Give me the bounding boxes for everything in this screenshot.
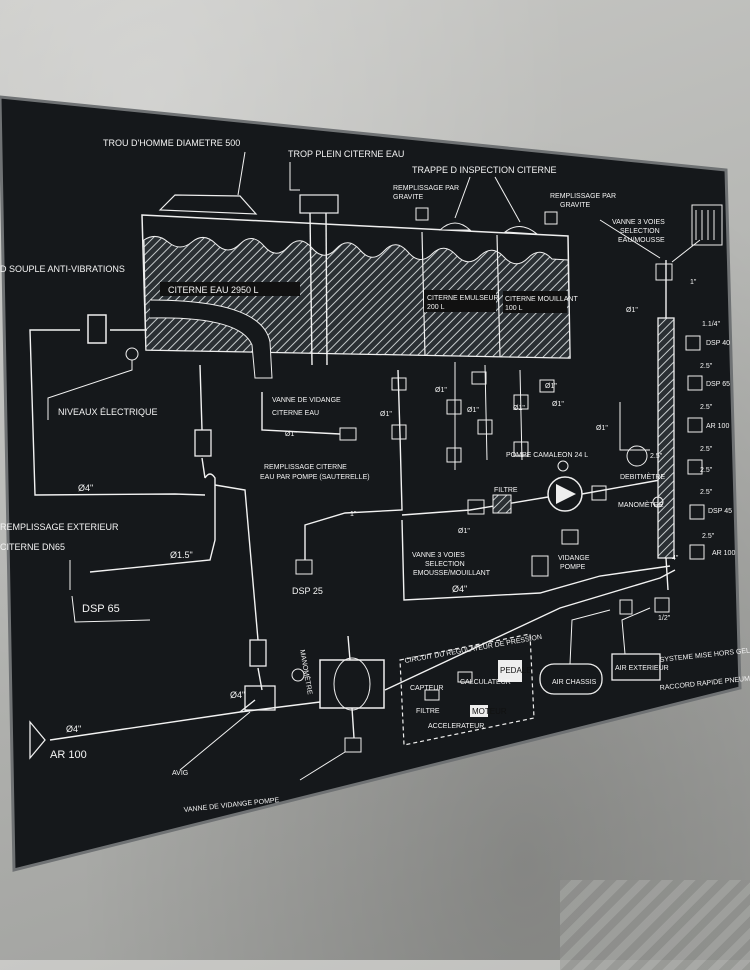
label-gravity-fill-1b: GRAVITE [393, 194, 424, 201]
label-accelerator: ACCELERATEUR [428, 723, 484, 730]
label-size-11: 1" [690, 279, 697, 286]
label-pump-drain-b: POMPE [560, 564, 586, 571]
label-inspection-hatch: TRAPPE D INSPECTION CITERNE [412, 165, 557, 175]
label-air-chassis: AIR CHASSIS [552, 679, 597, 686]
label-dsp45: DSP 45 [708, 508, 732, 515]
label-gravity-fill-2b: GRAVITE [560, 202, 591, 209]
manhole [158, 194, 258, 215]
label-camaleon-pump: POMPE CAMALEON 24 L [506, 452, 588, 459]
label-pump-drain-a: VIDANGE [558, 555, 590, 562]
label-flowmeter: DEBITMÈTRE [620, 472, 665, 481]
label-4in-2: Ø4" [452, 584, 467, 594]
label-dsp25: DSP 25 [292, 586, 323, 596]
label-ar100-right: AR 100 [706, 423, 729, 430]
label-25-d: 2.5" [700, 467, 713, 474]
label-avig: AVIG [172, 770, 188, 777]
label-ar100-left: AR 100 [50, 749, 87, 761]
label-dsp65-left: DSP 65 [82, 603, 120, 615]
outlet-valves [685, 335, 705, 560]
label-filter-2: FILTRE [416, 708, 440, 715]
label-25-e: 2.5" [700, 489, 713, 496]
label-pump-fill-b: EAU PAR POMPE (SAUTERELLE) [260, 474, 370, 481]
label-emulsifier-cap: 200 L [427, 304, 445, 311]
label-gravity-fill-1: REMPLISSAGE PAR [393, 185, 459, 192]
label-size-9: Ø1" [458, 528, 470, 535]
label-1in: 1" [350, 511, 357, 518]
label-size-4: Ø1" [467, 407, 479, 414]
label-25-b: 2.5" [700, 404, 713, 411]
checker-plate [560, 880, 750, 970]
black-plate [0, 95, 742, 872]
label-wetting-cap: 100 L [505, 305, 523, 312]
label-4in-1: Ø4" [78, 483, 93, 493]
label-size-10: Ø1" [513, 405, 525, 412]
label-size-1: Ø1" [285, 431, 297, 438]
label-gauge-right: MANOMÈTRE [618, 500, 664, 509]
label-3way-valve-a: VANNE 3 VOIES [612, 219, 665, 226]
label-select-valve-a: VANNE 3 VOIES [412, 552, 465, 559]
overflow-pipe [299, 194, 339, 214]
label-114: 1.1/4" [702, 321, 721, 328]
label-half-in: 1/2" [658, 615, 671, 622]
label-manhole: TROU D'HOMME DIAMETRE 500 [103, 138, 240, 148]
label-select-valve-c: EMOUSSE/MOUILLANT [413, 570, 491, 577]
label-25-f: 2.5" [702, 533, 715, 540]
label-25-a: 2.5" [700, 363, 713, 370]
label-select-valve-b: SELECTION [425, 561, 465, 568]
label-electric-levels: NIVEAUX ÉLECTRIQUE [58, 407, 158, 417]
label-calculator: CALCULATEUR [460, 679, 511, 686]
label-size-5: Ø1" [545, 383, 557, 390]
label-size-8: Ø1" [626, 307, 638, 314]
label-4in-3: Ø4" [230, 690, 245, 700]
label-25-c: 2.5" [700, 446, 713, 453]
label-wetting-tank: CITERNE MOUILLANT [505, 296, 578, 303]
label-ar100-right-2: AR 100 [712, 550, 735, 557]
label-emulsifier-tank: CITERNE EMULSEUR [427, 295, 499, 302]
label-tank-drain-a: VANNE DE VIDANGE [272, 397, 341, 404]
label-air-exterior: AIR EXTERIEUR [615, 665, 669, 672]
tank [141, 214, 571, 379]
label-size-2: Ø1" [380, 411, 392, 418]
label-gravity-fill-2: REMPLISSAGE PAR [550, 193, 616, 200]
label-4in-col: 4" [672, 555, 679, 562]
label-motor: MOTEUR [472, 707, 507, 716]
label-external-fill-a: REMPLISSAGE EXTERIEUR [0, 522, 119, 532]
label-flex-joint: D SOUPLE ANTI-VIBRATIONS [0, 264, 125, 274]
label-external-fill-b: CITERNE DN65 [0, 542, 65, 552]
label-size-3: Ø1" [435, 387, 447, 394]
label-pedal: PEDALE [500, 666, 532, 675]
label-15in: Ø1.5" [170, 550, 193, 560]
label-3way-valve-b: SELECTION [620, 228, 660, 235]
label-water-tank: CITERNE EAU 2950 L [168, 285, 259, 295]
label-size-7: Ø1" [596, 425, 608, 432]
label-filter: FILTRE [494, 487, 518, 494]
label-dsp65-right: DSP 65 [706, 381, 730, 388]
label-dsp40: DSP 40 [706, 340, 730, 347]
label-tank-drain-b: CITERNE EAU [272, 410, 319, 417]
label-overflow: TROP PLEIN CITERNE EAU [288, 149, 404, 159]
valve-tree [391, 362, 555, 470]
label-25-g: 2.5" [650, 453, 663, 460]
label-size-6: Ø1" [552, 401, 564, 408]
label-3way-valve-c: EAU/MOUSSE [618, 237, 665, 244]
label-sensor: CAPTEUR [410, 685, 443, 692]
label-4in-4: Ø4" [66, 724, 81, 734]
label-pump-fill-a: REMPLISSAGE CITERNE [264, 464, 347, 471]
